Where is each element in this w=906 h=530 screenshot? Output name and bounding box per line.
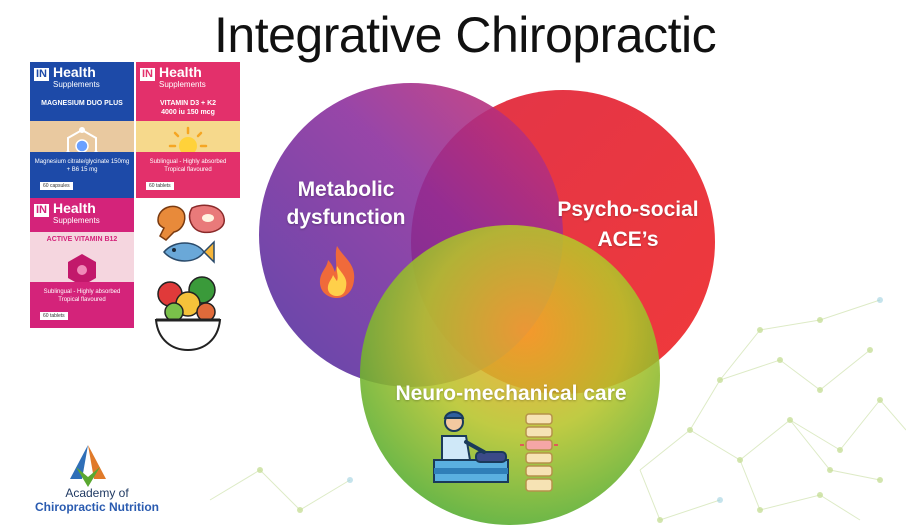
academy-line1: Academy of	[65, 486, 129, 500]
product-name: ACTIVE VITAMIN B12	[46, 236, 118, 243]
brand-in: IN	[34, 204, 49, 217]
label-psycho-social: Psycho-social ACE’s	[528, 195, 728, 255]
product-count: 60 capsules	[40, 182, 73, 190]
product-header: IN Health Supplements	[136, 62, 240, 96]
product-vitamin-d3-k2: IN Health Supplements VITAMIN D3 + K2 40…	[136, 62, 240, 198]
circle-neuro-mechanical	[360, 225, 660, 525]
product-description: Sublingual - Highly absorbed Tropical fl…	[43, 289, 121, 303]
label-metabolic-dysfunction: Metabolic dysfunction	[266, 176, 426, 232]
product-name: MAGNESIUM DUO PLUS	[30, 96, 134, 121]
brand-in: IN	[140, 68, 155, 81]
academy-logo-icon	[70, 445, 106, 487]
product-description: Magnesium citrate/glycinate 150mg + B6 1…	[34, 159, 130, 173]
academy-line2: Chiropractic Nutrition	[34, 500, 159, 514]
product-count: 60 tablets	[146, 182, 174, 190]
product-footer: Sublingual - Highly absorbed Tropical fl…	[30, 282, 134, 328]
product-count: 60 tablets	[40, 312, 68, 320]
venn-diagram	[259, 83, 715, 525]
brand-health: Health	[159, 64, 202, 80]
label-neuro-mechanical-care: Neuro-mechanical care	[395, 382, 627, 405]
brand-supplements: Supplements	[53, 80, 100, 89]
slide-title: Integrative Chiropractic	[214, 7, 717, 63]
product-description: Sublingual - Highly absorbed Tropical fl…	[149, 159, 227, 173]
brand-supplements: Supplements	[53, 216, 100, 225]
product-header: IN Health Supplements	[30, 198, 134, 232]
product-dose: 4000 iu 150 mcg	[161, 109, 215, 116]
brand-health: Health	[53, 200, 96, 216]
label-psycho-line2: ACE’s	[597, 228, 659, 251]
label-psycho-line1: Psycho-social	[557, 198, 699, 221]
academy-name: Academy of Chiropractic Nutrition	[22, 486, 172, 514]
brand-health: Health	[53, 64, 96, 80]
b12-hexagon-icon	[68, 254, 96, 286]
meat-icon	[157, 204, 225, 241]
fire-icon	[319, 246, 355, 298]
label-metabolic-line2: dysfunction	[286, 206, 406, 229]
spine-icon	[520, 413, 558, 492]
brand-supplements: Supplements	[159, 80, 206, 89]
product-header: IN Health Supplements	[30, 62, 134, 96]
product-name-text: VITAMIN D3 + K2	[159, 100, 217, 107]
fish-icon	[163, 240, 215, 264]
salad-bowl-icon	[154, 276, 222, 352]
product-footer: Sublingual - Highly absorbed Tropical fl…	[136, 152, 240, 198]
product-active-vitamin-b12: IN Health Supplements ACTIVE VITAMIN B12…	[30, 198, 134, 328]
product-name: VITAMIN D3 + K2 4000 iu 150 mcg	[136, 96, 240, 121]
label-metabolic-line1: Metabolic	[297, 178, 395, 201]
massage-therapy-icon	[433, 411, 509, 483]
product-footer: Magnesium citrate/glycinate 150mg + B6 1…	[30, 152, 134, 198]
brand-in: IN	[34, 68, 49, 81]
product-magnesium-duo-plus: IN Health Supplements MAGNESIUM DUO PLUS…	[30, 62, 134, 198]
